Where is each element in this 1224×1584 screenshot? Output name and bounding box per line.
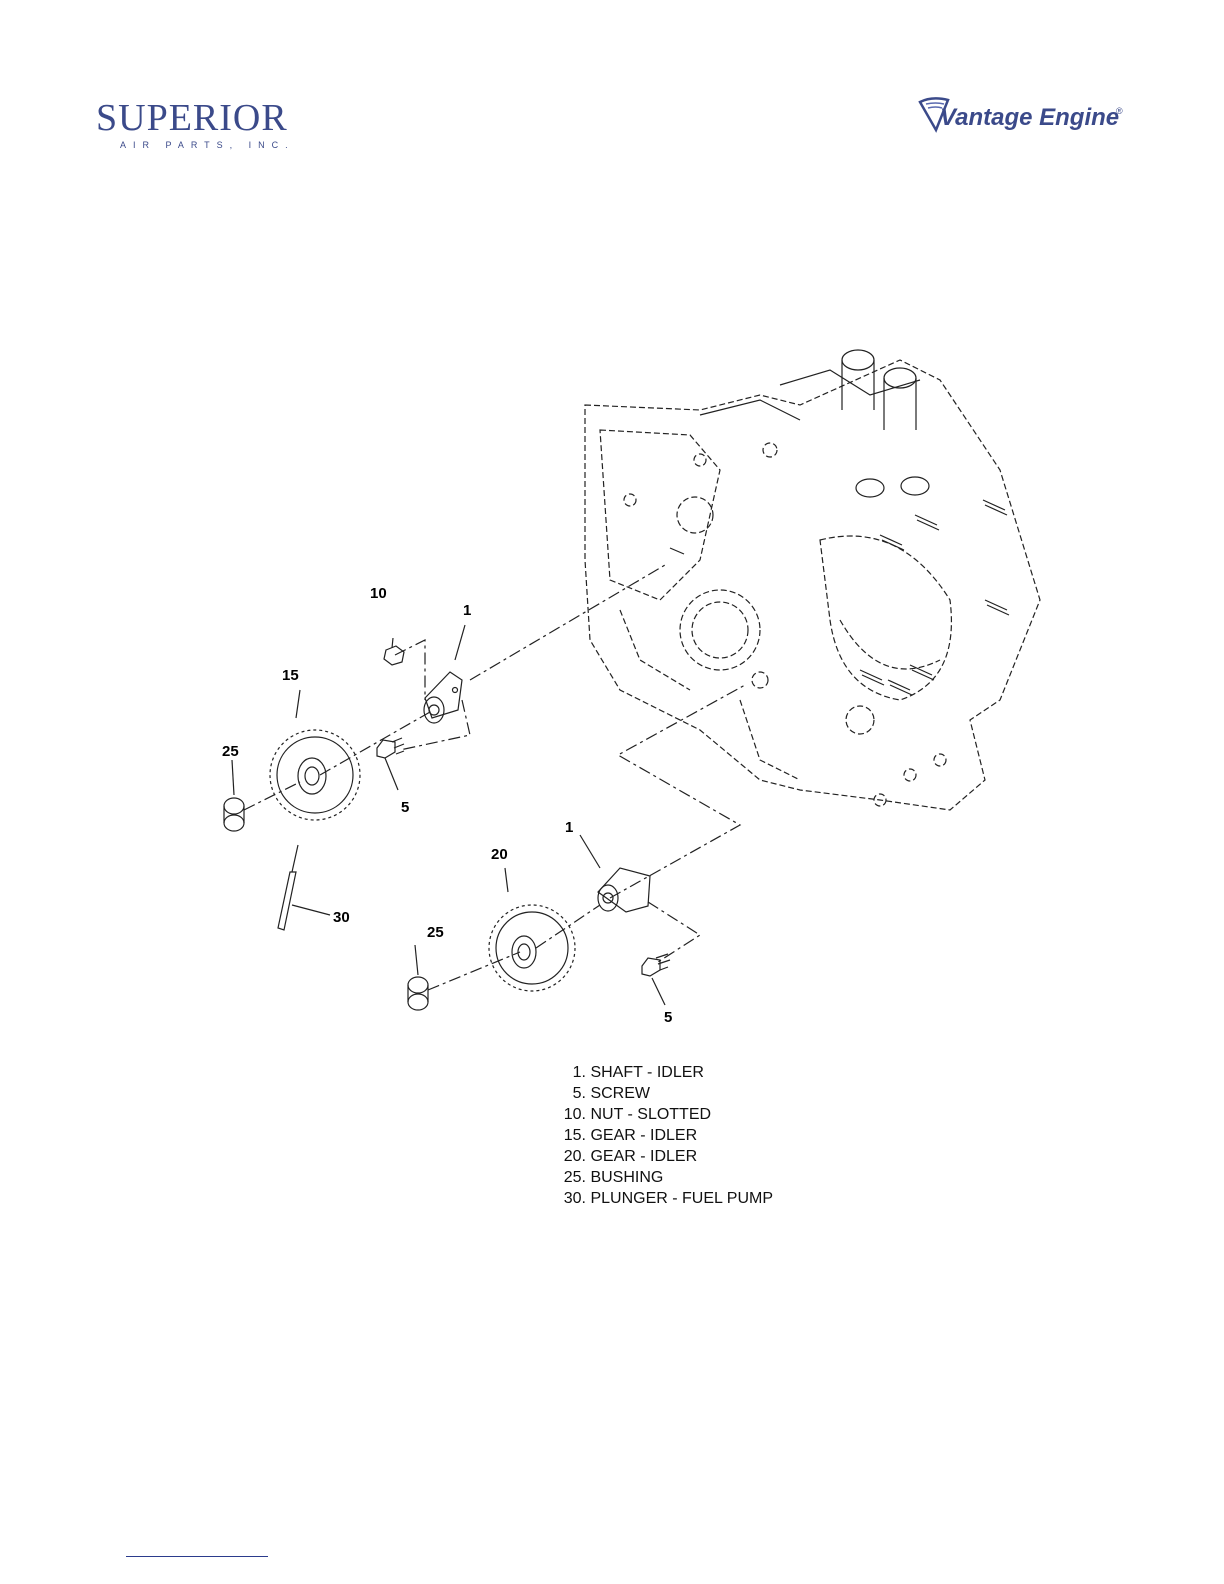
legend-text: SHAFT - IDLER [590,1064,704,1081]
legend-item: 15. GEAR - IDLER [556,1125,773,1146]
legend-item: 5. SCREW [556,1083,773,1104]
legend-item: 20. GEAR - IDLER [556,1146,773,1167]
cylinder-barrels [700,350,929,497]
legend-item: 30. PLUNGER - FUEL PUMP [556,1188,773,1209]
callout-25-upper: 25 [222,743,239,760]
callout-1-lower: 1 [565,819,573,836]
legend-number: 1. [556,1062,586,1083]
callout-30: 30 [333,909,350,926]
legend-item: 1. SHAFT - IDLER [556,1062,773,1083]
footer-divider [126,1556,268,1557]
callout-5-lower: 5 [664,1009,672,1026]
callout-15: 15 [282,667,299,684]
legend-item: 25. BUSHING [556,1167,773,1188]
callout-5-upper: 5 [401,799,409,816]
legend-number: 20. [556,1146,586,1167]
fuel-pump-plunger [278,845,330,930]
callout-20: 20 [491,846,508,863]
upper-idler-gear [270,690,360,820]
callout-1-upper: 1 [463,602,471,619]
legend-item: 10. NUT - SLOTTED [556,1104,773,1125]
legend-number: 10. [556,1104,586,1125]
legend-text: SCREW [590,1085,650,1102]
upper-idler-shaft [424,625,465,723]
callout-labels: 10 1 15 25 5 30 1 20 25 5 [222,585,672,1026]
callout-10: 10 [370,585,387,602]
crankcase-housing [585,360,1040,810]
legend-text: NUT - SLOTTED [590,1106,711,1123]
lower-bushing [408,945,428,1010]
legend-text: GEAR - IDLER [590,1148,697,1165]
upper-screw [377,738,404,790]
legend-number: 5. [556,1083,586,1104]
legend-text: GEAR - IDLER [590,1127,697,1144]
callout-25-lower: 25 [427,924,444,941]
lower-screw [642,954,670,1005]
legend-number: 30. [556,1188,586,1209]
legend-number: 25. [556,1167,586,1188]
upper-bushing [224,760,244,831]
legend-text: BUSHING [590,1169,663,1186]
legend-text: PLUNGER - FUEL PUMP [590,1190,773,1207]
lower-idler-shaft [580,835,650,912]
mounting-studs [670,500,1009,695]
legend-number: 15. [556,1125,586,1146]
parts-legend: 1. SHAFT - IDLER 5. SCREW 10. NUT - SLOT… [556,1062,773,1209]
lower-idler-gear [489,868,575,991]
